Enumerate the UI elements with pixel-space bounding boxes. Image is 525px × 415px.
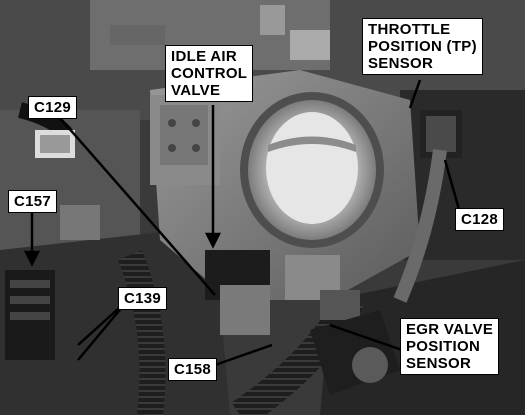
callout-c129: C129 xyxy=(28,96,78,119)
callout-c157: C157 xyxy=(8,190,58,213)
callout-c139: C139 xyxy=(118,287,168,310)
callout-idle-air-control-valve: IDLE AIR CONTROL VALVE xyxy=(165,45,254,102)
callout-c128: C128 xyxy=(455,208,505,231)
callout-throttle-position-sensor: THROTTLE POSITION (TP) SENSOR xyxy=(362,18,483,75)
callout-c158: C158 xyxy=(168,358,218,381)
callout-egr-valve-position-sensor: EGR VALVE POSITION SENSOR xyxy=(400,318,500,375)
